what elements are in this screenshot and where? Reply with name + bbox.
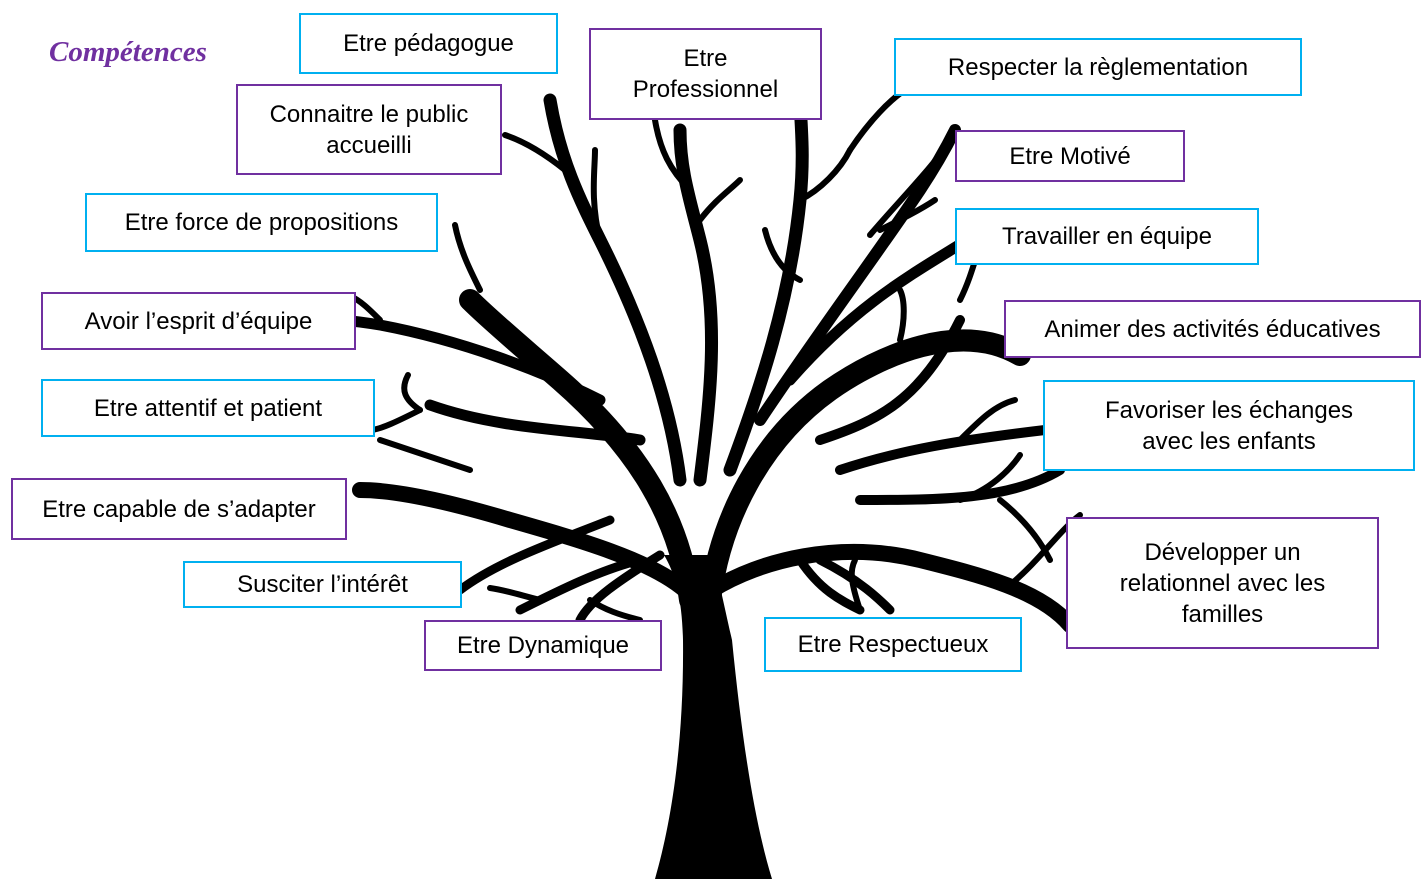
skill-box-etre-professionnel: Etre Professionnel [589,28,822,120]
skill-box-etre-respectueux: Etre Respectueux [764,617,1022,672]
skill-box-etre-pedagogue: Etre pédagogue [299,13,558,74]
skill-box-avoir-l-esprit-d-equipe: Avoir l’esprit d’équipe [41,292,356,350]
skill-box-etre-dynamique: Etre Dynamique [424,620,662,671]
skill-box-respecter-la-reglementation: Respecter la règlementation [894,38,1302,96]
skill-box-connaitre-le-public: Connaitre le public accueilli [236,84,502,175]
skill-box-etre-motive: Etre Motivé [955,130,1185,182]
skill-box-animer-des-activites: Animer des activités éducatives [1004,300,1421,358]
skill-box-susciter-l-interet: Susciter l’intérêt [183,561,462,608]
skill-box-favoriser-les-echanges: Favoriser les échanges avec les enfants [1043,380,1415,471]
skill-box-etre-force-de-propositions: Etre force de propositions [85,193,438,252]
skill-box-travailler-en-equipe: Travailler en équipe [955,208,1259,265]
skill-box-etre-attentif-et-patient: Etre attentif et patient [41,379,375,437]
skill-box-developper-un-relationnel: Développer un relationnel avec les famil… [1066,517,1379,649]
skill-box-etre-capable-de-s-adapter: Etre capable de s’adapter [11,478,347,540]
diagram-title: Compétences [49,36,207,68]
tree-trunk [655,555,772,879]
